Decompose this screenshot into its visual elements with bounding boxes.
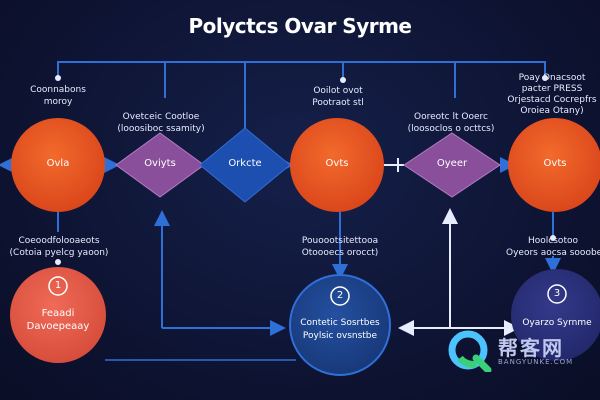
label-2-line2: (looosiboc ssamity): [117, 124, 205, 134]
label-6-line2: (Cotoia pyelcg yaoon): [9, 248, 109, 258]
node-9-circle: [511, 269, 600, 361]
node-1-text: Ovla: [46, 158, 70, 169]
node-9-number: 3: [553, 288, 561, 299]
node-6-text: Ovts: [543, 158, 567, 169]
node-5-text: Oyeer: [436, 158, 468, 169]
label-4-line2: (loosoclos o octtcs): [407, 124, 495, 134]
label-7-line1: Pouoootsitettooa: [301, 236, 379, 246]
label-5-line2: pacter PRESS: [521, 84, 583, 94]
label-8-line2: Oyeors aocsa sooobe: [506, 248, 600, 258]
watermark-logo-icon: [448, 330, 492, 372]
node-8-number: 2: [336, 290, 344, 301]
top-bus-line: [57, 61, 546, 78]
node-7-circle: [10, 267, 106, 363]
badge-3: [547, 284, 567, 304]
diagram-title: Polyctcs Ovar Syrme: [188, 14, 413, 38]
node-6-circle: [508, 118, 600, 212]
node-5-diamond: [403, 132, 501, 198]
watermark-subtext: BANGYUNKE.COM: [498, 358, 574, 366]
label-1-line2: moroy: [43, 97, 73, 107]
label-5-line4: Oroiea Otany): [520, 106, 584, 116]
label-3-line1: Ooilot ovot: [313, 86, 363, 96]
node-8-circle: [289, 274, 391, 376]
node-7-number: 1: [54, 280, 62, 291]
node-1-circle: [11, 118, 105, 212]
label-6-line1: Coeoodfolooaeots: [18, 236, 100, 246]
label-7-line2: Otoooecs orocct): [301, 248, 379, 258]
label-5-line3: Orjestacd Cocrepfrs: [507, 95, 597, 105]
label-1-line1: Coonnabons: [30, 85, 86, 95]
node-8-line2: Poylsic ovsnstbe: [302, 331, 378, 341]
node-3-text: Orkcte: [228, 158, 262, 169]
node-7-line2: Davoepeaay: [26, 321, 90, 332]
badge-1: [48, 276, 68, 296]
node-2-text: Oviyts: [144, 158, 176, 169]
watermark: 帮客网 BANGYUNKE.COM: [446, 328, 596, 372]
label-4-line1: Ooreotc lt Ooerc: [414, 112, 488, 122]
label-3-line2: Pootraot stl: [312, 98, 364, 108]
watermark-text: 帮客网: [498, 336, 564, 360]
node-4-circle: [290, 118, 384, 212]
label-8-line1: Hoolcsotoo: [528, 236, 578, 246]
node-7-line1: Feaadi: [41, 308, 75, 319]
node-8-line1: Contetic Sosrtbes: [300, 318, 380, 328]
node-4-text: Ovts: [325, 158, 349, 169]
label-2-line1: Ovetceic Cootloe: [122, 112, 200, 122]
node-9-line1: Oyarzo Syrnme: [522, 318, 592, 328]
badge-2: [330, 286, 350, 306]
label-5-line1: Poay Onacsoot: [518, 73, 586, 83]
